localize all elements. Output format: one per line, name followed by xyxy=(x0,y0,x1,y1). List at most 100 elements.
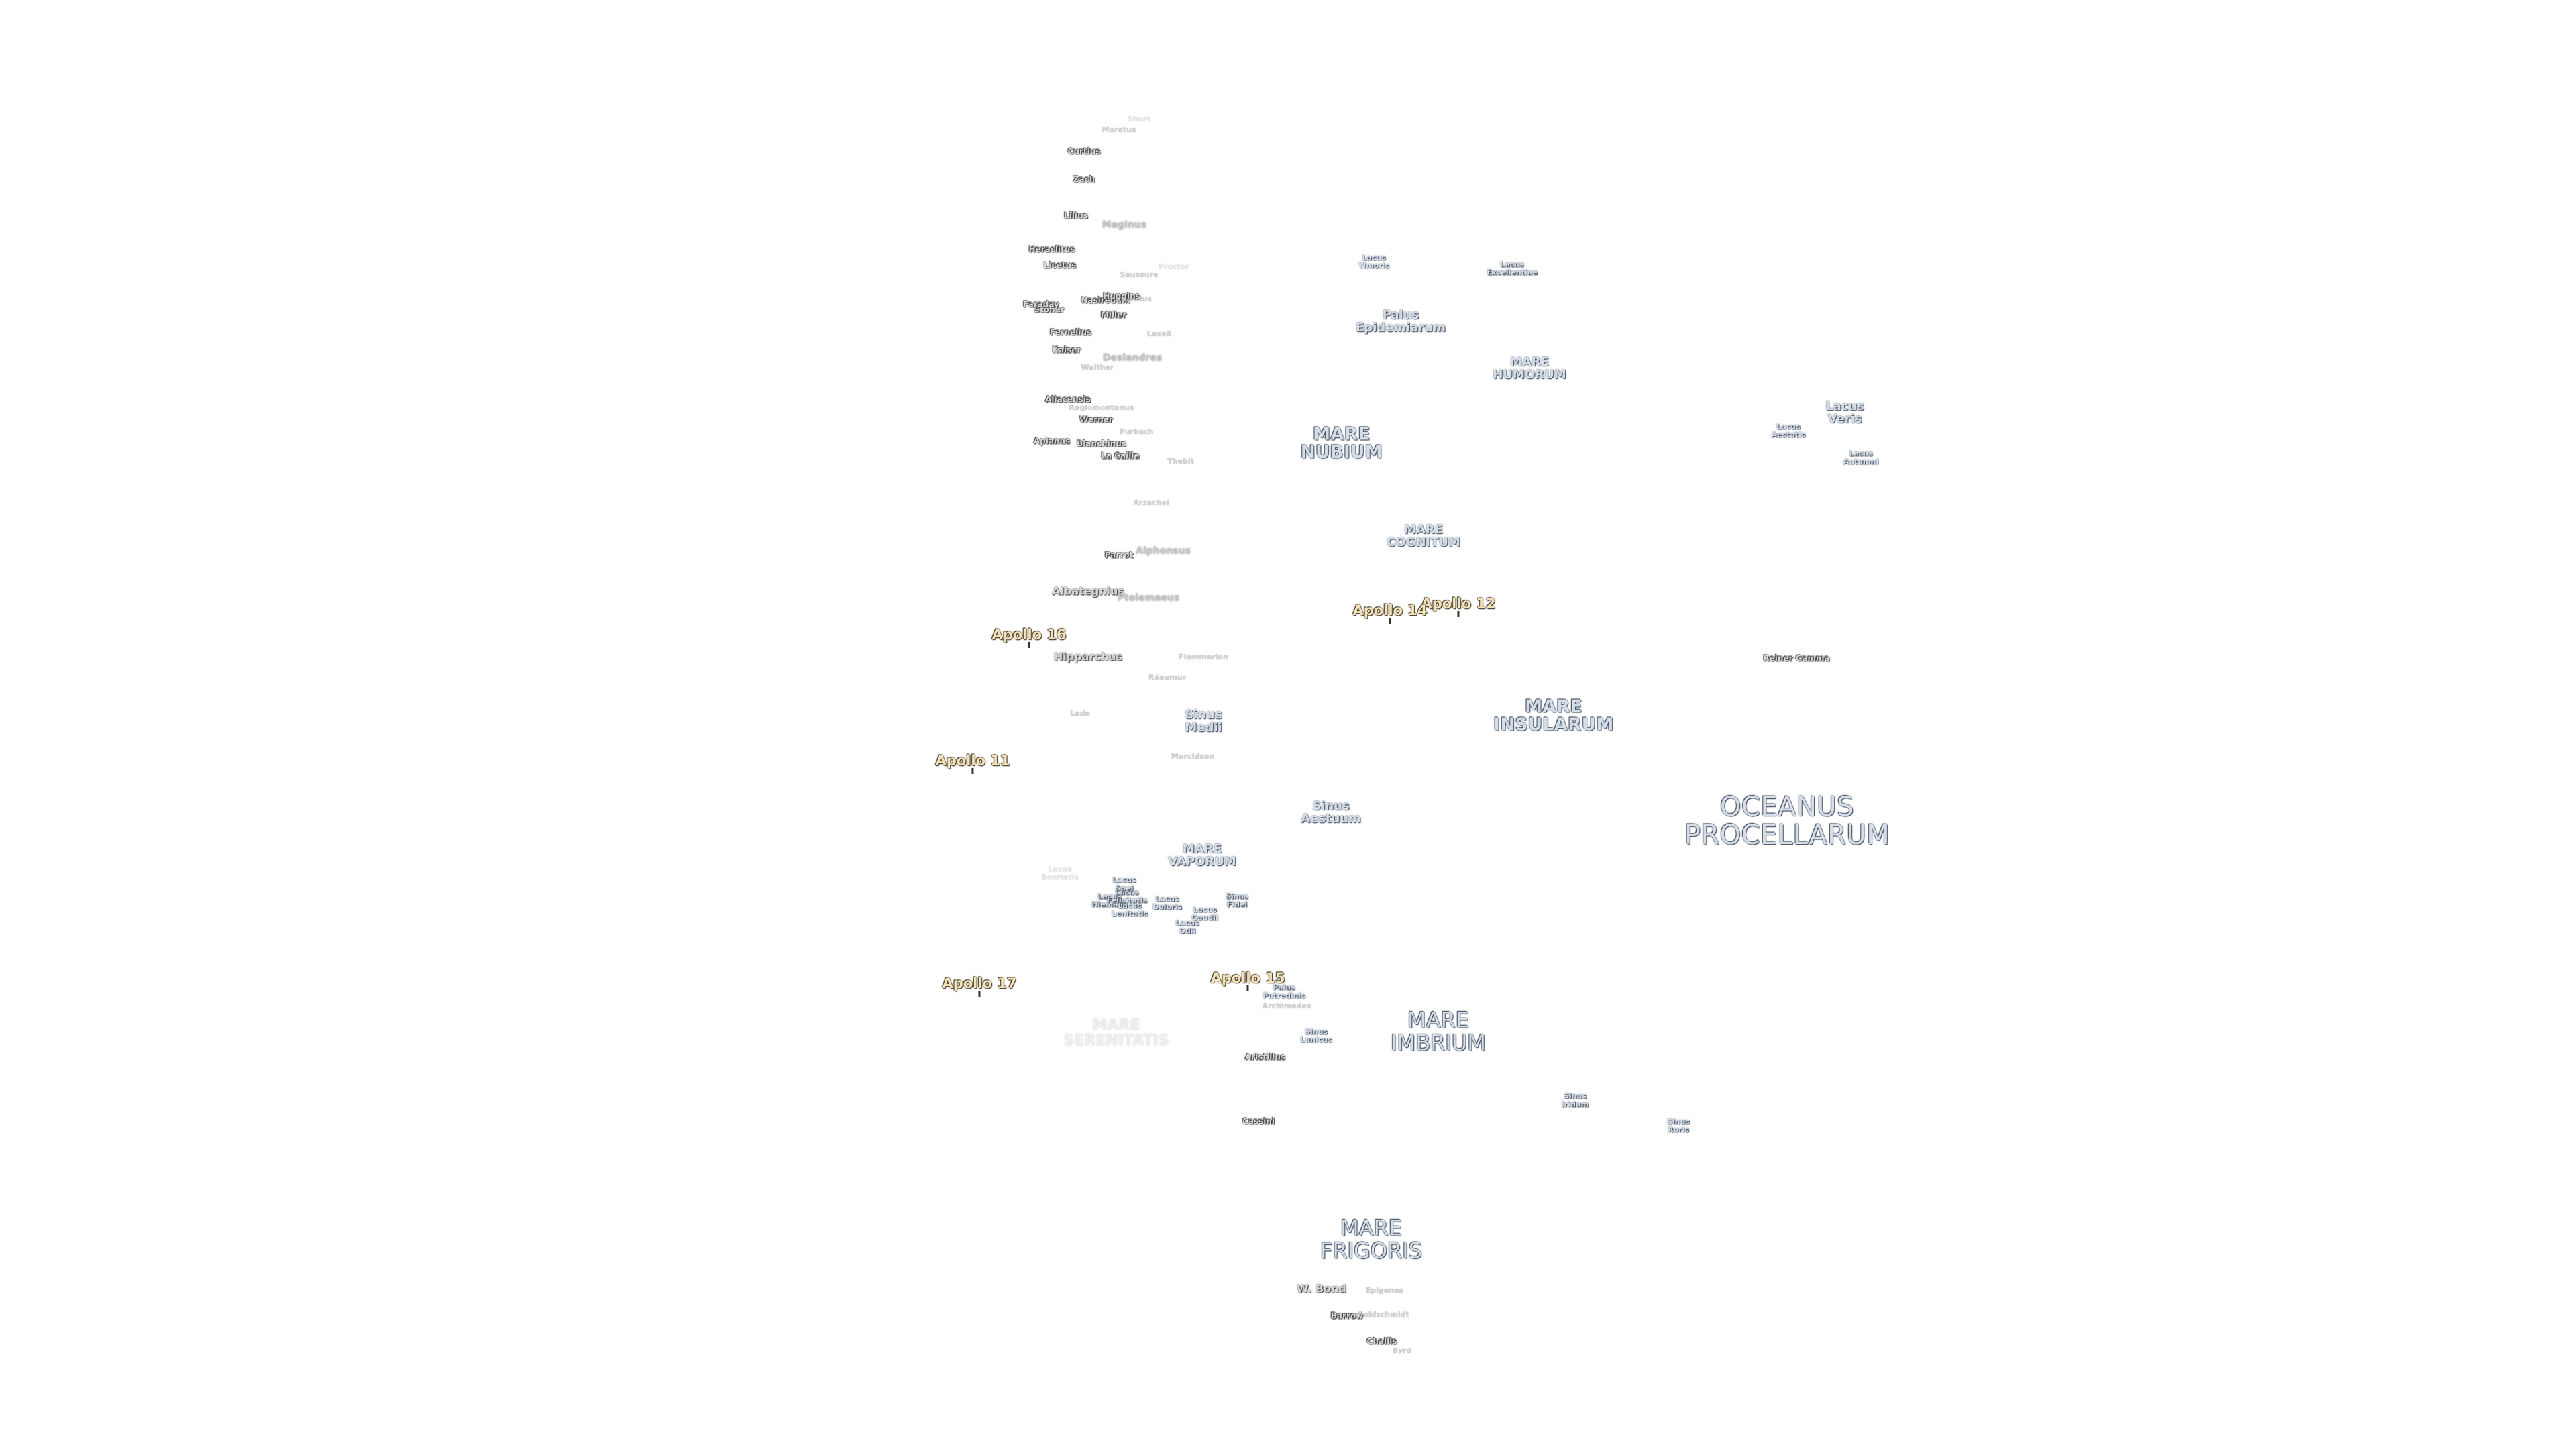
label-alphonsus[interactable]: Alphonsus xyxy=(1136,546,1191,557)
label-apollo-15[interactable]: Apollo 15 xyxy=(1210,971,1285,992)
label-ptolemaeus[interactable]: Ptolemaeus xyxy=(1118,593,1180,604)
label-archimedes[interactable]: Archimedes xyxy=(1263,1002,1311,1010)
label-albategnius[interactable]: Albategnius xyxy=(1052,586,1124,598)
label-heraclitus[interactable]: Heraclitus xyxy=(1029,246,1075,254)
label-byrd[interactable]: Byrd xyxy=(1393,1347,1412,1355)
label-arzachel[interactable]: Arzachel xyxy=(1133,499,1169,507)
label-stoefler[interactable]: Stöfler xyxy=(1034,306,1065,315)
label-apollo-16[interactable]: Apollo 16 xyxy=(991,627,1067,649)
label-moretus[interactable]: Moretus xyxy=(1102,126,1136,134)
label-curtius-line: Curtius xyxy=(1067,146,1101,156)
landing-site-marker xyxy=(1456,611,1459,618)
label-aristillus[interactable]: Aristillus xyxy=(1245,1053,1285,1062)
label-short[interactable]: Short xyxy=(1128,115,1150,123)
label-lade[interactable]: Lade xyxy=(1070,710,1090,718)
label-epigenes[interactable]: Epigenes xyxy=(1366,1287,1403,1295)
label-apollo-11[interactable]: Apollo 11 xyxy=(935,753,1010,775)
label-zach[interactable]: Zach xyxy=(1073,176,1095,184)
label-apollo-14[interactable]: Apollo 14 xyxy=(1352,603,1428,625)
label-flammarion[interactable]: Flammarion xyxy=(1179,653,1228,661)
label-huggins[interactable]: Huggins xyxy=(1103,292,1140,301)
label-w-bond[interactable]: W. Bond xyxy=(1297,1283,1346,1295)
label-walther[interactable]: Walther xyxy=(1081,364,1114,372)
label-reiner-gamma[interactable]: Reiner Gamma xyxy=(1763,655,1829,663)
label-faraday[interactable]: Faraday xyxy=(1023,301,1059,309)
label-blanchinus-line: Blanchinus xyxy=(1077,439,1126,449)
label-barrow[interactable]: Barrow xyxy=(1331,1312,1363,1321)
label-arzachel-line: Arzachel xyxy=(1133,498,1169,508)
label-miller[interactable]: Miller xyxy=(1101,311,1126,320)
label-sinus-lunicus-line: Lunicus xyxy=(1300,1035,1332,1044)
label-goldschmidt-line: Goldschmidt xyxy=(1357,1310,1409,1320)
landing-site-marker xyxy=(977,991,980,998)
label-reaumur[interactable]: Réaumur xyxy=(1148,674,1186,682)
label-kaiser[interactable]: Kaiser xyxy=(1053,346,1081,355)
label-lilius[interactable]: Lilius xyxy=(1064,212,1088,221)
label-regiomontanus[interactable]: Regiomontanus xyxy=(1069,404,1134,412)
label-apianus[interactable]: Apianus xyxy=(1034,437,1070,446)
label-lacus-odii-line: Odii xyxy=(1179,926,1196,935)
label-apollo-17[interactable]: Apollo 17 xyxy=(942,976,1017,998)
label-sinus-aestuum-line: Sinus xyxy=(1312,799,1350,814)
label-proctor[interactable]: Proctor xyxy=(1159,263,1189,271)
label-parrot[interactable]: Parrot xyxy=(1105,551,1133,560)
label-deslandres[interactable]: Deslandres xyxy=(1103,353,1162,364)
label-lacus-spei-line: Spei xyxy=(1115,883,1134,892)
label-apianus-line: Apianus xyxy=(1033,436,1071,446)
label-mare-nubium-line: MARE xyxy=(1313,424,1371,445)
label-cassini[interactable]: Cassini xyxy=(1242,1118,1275,1126)
label-la-caille[interactable]: La Caille xyxy=(1101,452,1139,461)
label-sinus-iridum-line: Sinus xyxy=(1564,1091,1587,1101)
label-challis[interactable]: Challis xyxy=(1367,1338,1397,1346)
label-murchison[interactable]: Murchison xyxy=(1171,753,1214,761)
label-goldschmidt[interactable]: Goldschmidt xyxy=(1357,1311,1409,1319)
label-sinus-medii-line: Sinus xyxy=(1185,708,1222,722)
label-hipparchus[interactable]: Hipparchus xyxy=(1054,651,1122,663)
label-thebit[interactable]: Thebit xyxy=(1167,458,1194,466)
label-nasireddin[interactable]: Nasireddin xyxy=(1081,297,1130,305)
label-aliacensis[interactable]: Aliacensis xyxy=(1045,396,1091,405)
label-apollo-12[interactable]: Apollo 12 xyxy=(1421,596,1496,618)
label-maginus[interactable]: Maginus xyxy=(1102,220,1146,231)
label-blanchinus[interactable]: Blanchinus xyxy=(1077,440,1126,449)
label-saussure[interactable]: Saussure xyxy=(1120,271,1159,279)
label-orontius[interactable]: Orontius xyxy=(1116,295,1152,303)
label-fernelius[interactable]: Fernelius xyxy=(1050,329,1091,337)
label-werner[interactable]: Werner xyxy=(1079,416,1112,425)
label-curtius[interactable]: Curtius xyxy=(1068,148,1101,156)
label-licetus[interactable]: Licetus xyxy=(1044,262,1076,270)
label-lexell[interactable]: Lexell xyxy=(1147,330,1172,338)
label-purbach[interactable]: Purbach xyxy=(1120,428,1154,436)
